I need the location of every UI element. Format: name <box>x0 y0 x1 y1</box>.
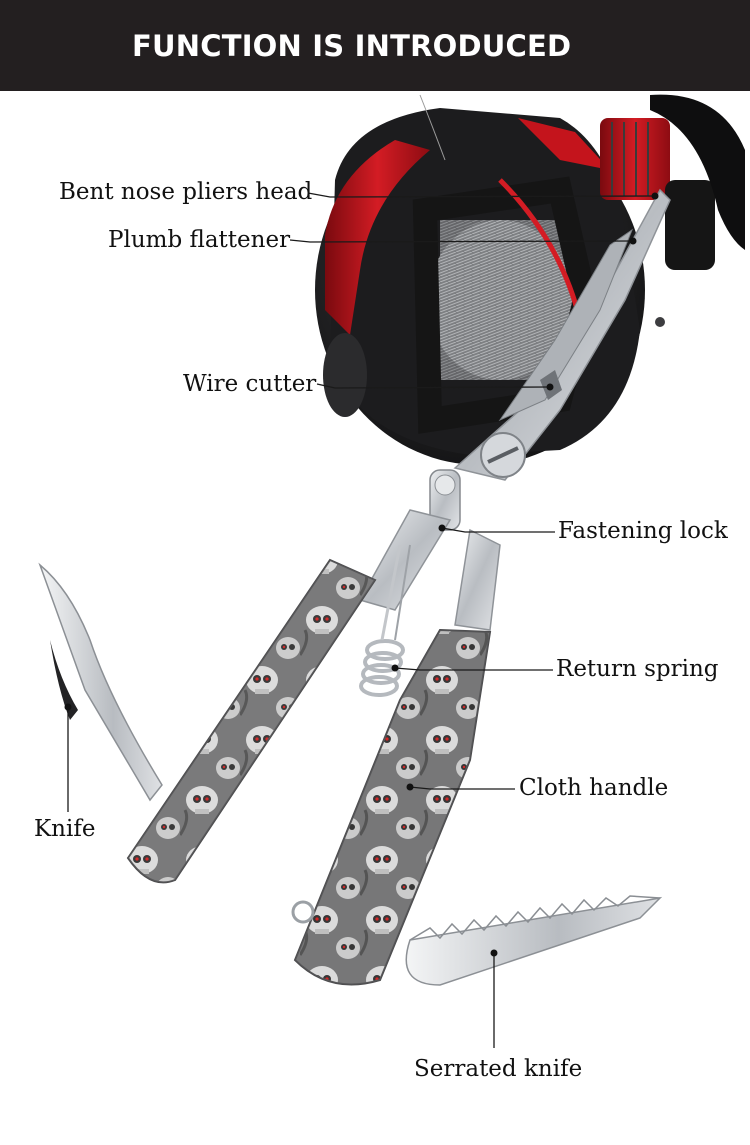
right-handle <box>291 628 663 986</box>
label-bent-nose-pliers-head: Bent nose pliers head <box>59 179 313 205</box>
callout-lines <box>64 192 659 1048</box>
page-title: FUNCTION IS INTRODUCED <box>132 28 572 63</box>
label-knife: Knife <box>34 816 96 842</box>
label-serrated-knife: Serrated knife <box>414 1056 583 1082</box>
product-photo <box>38 94 745 1048</box>
label-plumb-flattener: Plumb flattener <box>108 227 291 253</box>
page-header: FUNCTION IS INTRODUCED <box>0 0 750 91</box>
label-wire-cutter: Wire cutter <box>183 371 317 397</box>
left-handle <box>38 558 377 884</box>
label-return-spring: Return spring <box>556 656 719 682</box>
label-fastening-lock: Fastening lock <box>558 518 728 544</box>
pliers <box>358 188 671 697</box>
label-cloth-handle: Cloth handle <box>519 775 669 801</box>
